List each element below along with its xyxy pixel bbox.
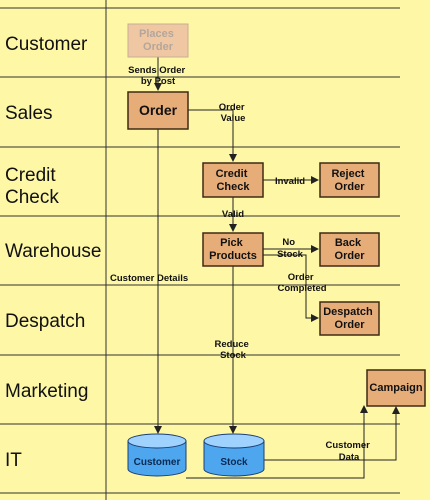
lane-label-sales: Sales — [5, 103, 53, 124]
lane-label-credit-check: Credit Check — [5, 165, 61, 208]
connector-customer-to-campaign — [186, 405, 368, 479]
database-label: Stock — [220, 457, 248, 468]
lane-label-it: IT — [5, 450, 22, 471]
connector-label-order-value: Order Value — [219, 102, 248, 124]
box-reject-order: Reject Order — [319, 162, 380, 198]
database-customer: Customer — [127, 433, 187, 477]
box-shape — [319, 232, 380, 267]
box-shape — [127, 91, 189, 130]
database-label: Customer — [134, 457, 181, 468]
box-pick-products: Pick Products — [202, 232, 264, 267]
box-shape — [202, 232, 264, 267]
box-despatch-order: Despatch Order — [319, 301, 380, 336]
box-shape — [319, 162, 380, 198]
database-top — [203, 433, 265, 449]
box-campaign: Campaign — [366, 369, 426, 407]
box-shape — [202, 162, 264, 198]
connector-order-to-credit-check — [188, 109, 237, 162]
database-stock: Stock — [203, 433, 265, 477]
database-top — [127, 433, 187, 449]
box-label: Back Order — [335, 237, 366, 262]
connector-label-order-completed: Order Completed — [277, 272, 326, 294]
box-label: Order — [139, 102, 178, 118]
lane-label-marketing: Marketing — [5, 381, 88, 402]
connector-label-customer-details: Customer Details — [110, 273, 188, 284]
box-label: Places Order — [139, 28, 177, 53]
connector-label-reduce-stock: Reduce Stock — [215, 339, 252, 361]
connector-label-customer-data: Customer Data — [326, 440, 373, 463]
box-credit-check: Credit Check — [202, 162, 264, 198]
box-label: Reject Order — [331, 168, 367, 193]
connector-pick-to-despatch — [263, 254, 319, 322]
lane-grid — [0, 0, 400, 500]
box-label: Credit Check — [216, 168, 251, 193]
lane-label-warehouse: Warehouse — [5, 241, 101, 262]
database-body — [127, 440, 187, 477]
box-places-order: Places Order — [127, 23, 189, 58]
database-body — [203, 440, 265, 477]
connector-stock-to-campaign — [264, 406, 400, 461]
box-label: Campaign — [369, 382, 422, 394]
box-label: Despatch Order — [323, 306, 376, 331]
connector-label-valid: Valid — [222, 209, 244, 220]
box-order: Order — [127, 91, 189, 130]
lane-label-customer: Customer — [5, 34, 88, 55]
box-shape — [319, 301, 380, 336]
connector-label-invalid: Invalid — [275, 176, 305, 187]
connector-label-no-stock: No Stock — [277, 237, 304, 260]
lane-label-despatch: Despatch — [5, 311, 85, 332]
box-shape — [366, 369, 426, 407]
box-shape — [127, 23, 189, 58]
connectors — [154, 57, 400, 479]
box-label: Pick Products — [209, 237, 257, 262]
connector-label-sends-order-by-post: Sends Order by Post — [128, 65, 188, 87]
box-back-order: Back Order — [319, 232, 380, 267]
